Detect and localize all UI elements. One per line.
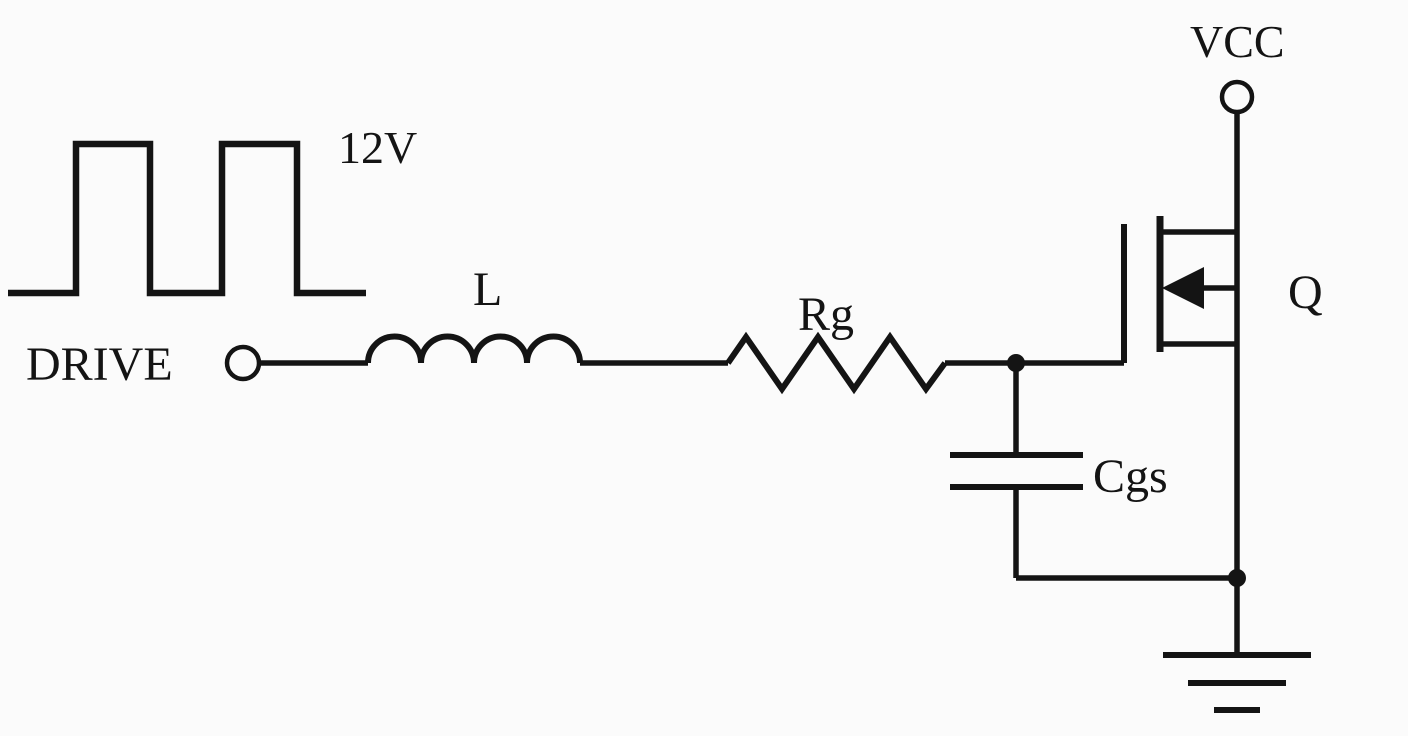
vcc-label: VCC <box>1190 16 1285 67</box>
supply-voltage-label: 12V <box>338 122 417 173</box>
mosfet-body-arrow-icon <box>1162 267 1204 309</box>
drive-label: DRIVE <box>26 338 173 391</box>
mosfet-label: Q <box>1288 266 1323 319</box>
gate-capacitor-label: Cgs <box>1093 450 1168 503</box>
vcc-terminal <box>1219 79 1255 115</box>
square-wave-symbol <box>8 140 366 297</box>
drive-terminal <box>224 344 262 382</box>
source-node-dot <box>1228 569 1246 587</box>
resistor-symbol <box>725 331 948 395</box>
inductor-symbol <box>365 333 583 364</box>
capacitor-symbol <box>950 363 1083 578</box>
ground-symbol <box>1163 652 1311 713</box>
mosfet-symbol <box>1121 216 1237 363</box>
inductor-label: L <box>473 263 502 316</box>
gate-resistor-label: Rg <box>798 288 854 341</box>
